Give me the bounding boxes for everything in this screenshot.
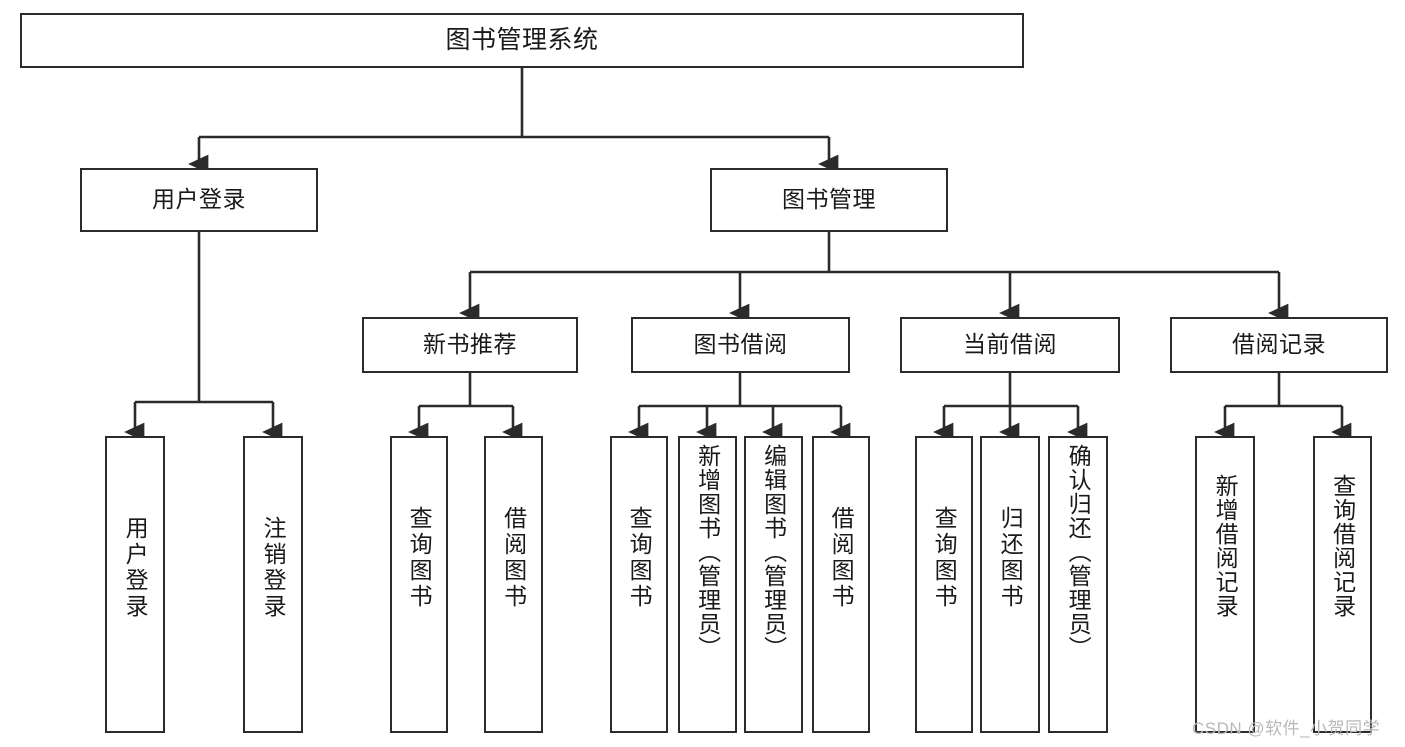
leaf-query-book-1-label: 查询图书 bbox=[406, 506, 433, 610]
leaf-borrow-book-2-label: 借阅图书 bbox=[828, 506, 855, 610]
node-new-book-recommend[interactable]: 新书推荐 bbox=[362, 317, 578, 373]
node-current-borrow[interactable]: 当前借阅 bbox=[900, 317, 1120, 373]
leaf-edit-book-admin[interactable]: 编辑图书（管理员） bbox=[744, 436, 803, 733]
node-borrow-record[interactable]: 借阅记录 bbox=[1170, 317, 1388, 373]
leaf-query-book-2[interactable]: 查询图书 bbox=[610, 436, 668, 733]
leaf-query-book-2-label: 查询图书 bbox=[626, 506, 653, 610]
leaf-borrow-book-2[interactable]: 借阅图书 bbox=[812, 436, 870, 733]
leaf-add-borrow-record-label: 新增借阅记录 bbox=[1212, 474, 1239, 618]
node-new-book-recommend-label: 新书推荐 bbox=[423, 331, 517, 358]
leaf-confirm-return-admin[interactable]: 确认归还（管理员） bbox=[1048, 436, 1108, 733]
leaf-user-login[interactable]: 用户登录 bbox=[105, 436, 165, 733]
leaf-query-borrow-record-label: 查询借阅记录 bbox=[1329, 474, 1356, 618]
leaf-query-book-3[interactable]: 查询图书 bbox=[915, 436, 973, 733]
leaf-add-book-admin-label: 新增图书（管理员） bbox=[694, 444, 721, 660]
leaf-borrow-book-1[interactable]: 借阅图书 bbox=[484, 436, 543, 733]
leaf-edit-book-admin-label: 编辑图书（管理员） bbox=[760, 444, 787, 660]
leaf-user-login-label: 用户登录 bbox=[122, 516, 149, 620]
leaf-add-book-admin[interactable]: 新增图书（管理员） bbox=[678, 436, 737, 733]
node-root[interactable]: 图书管理系统 bbox=[20, 13, 1024, 68]
leaf-query-book-3-label: 查询图书 bbox=[931, 506, 958, 610]
leaf-logout-label: 注销登录 bbox=[260, 516, 287, 620]
leaf-return-book[interactable]: 归还图书 bbox=[980, 436, 1040, 733]
node-user-login-label: 用户登录 bbox=[152, 186, 246, 213]
leaf-return-book-label: 归还图书 bbox=[997, 506, 1024, 610]
leaf-query-book-1[interactable]: 查询图书 bbox=[390, 436, 448, 733]
node-book-management-label: 图书管理 bbox=[782, 186, 876, 213]
node-current-borrow-label: 当前借阅 bbox=[963, 331, 1057, 358]
node-borrow-record-label: 借阅记录 bbox=[1232, 331, 1326, 358]
node-root-label: 图书管理系统 bbox=[445, 25, 599, 54]
node-book-borrow-label: 图书借阅 bbox=[693, 331, 788, 358]
node-user-login[interactable]: 用户登录 bbox=[80, 168, 318, 232]
node-book-management[interactable]: 图书管理 bbox=[710, 168, 948, 232]
leaf-logout[interactable]: 注销登录 bbox=[243, 436, 303, 733]
leaf-add-borrow-record[interactable]: 新增借阅记录 bbox=[1195, 436, 1255, 733]
node-book-borrow[interactable]: 图书借阅 bbox=[631, 317, 850, 373]
leaf-borrow-book-1-label: 借阅图书 bbox=[500, 506, 527, 610]
leaf-confirm-return-admin-label: 确认归还（管理员） bbox=[1065, 444, 1092, 660]
leaf-query-borrow-record[interactable]: 查询借阅记录 bbox=[1313, 436, 1372, 733]
